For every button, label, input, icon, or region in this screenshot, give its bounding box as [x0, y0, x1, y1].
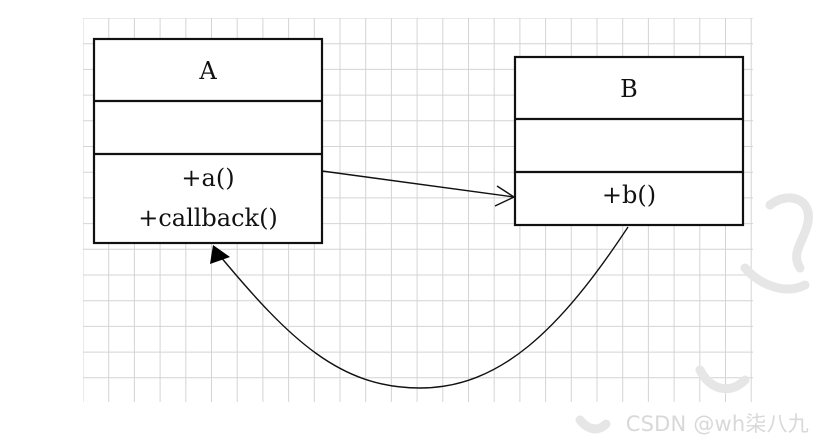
- decorative-scribble: [575, 193, 813, 434]
- class-b-name: B: [620, 75, 638, 103]
- watermark-text: CSDN @wh柒八九: [625, 412, 809, 436]
- filled-arrowhead: [210, 245, 230, 264]
- class-a[interactable]: A +a() +callback(): [92, 37, 324, 245]
- class-a-method-a: +a(): [181, 164, 234, 192]
- class-a-name: A: [198, 57, 217, 85]
- class-a-method-callback: +callback(): [138, 204, 278, 232]
- arrow-b-to-a[interactable]: [210, 226, 629, 389]
- class-b[interactable]: B +b(): [513, 55, 745, 227]
- class-b-method-b: +b(): [602, 181, 656, 209]
- arrow-a-to-b[interactable]: [321, 170, 516, 207]
